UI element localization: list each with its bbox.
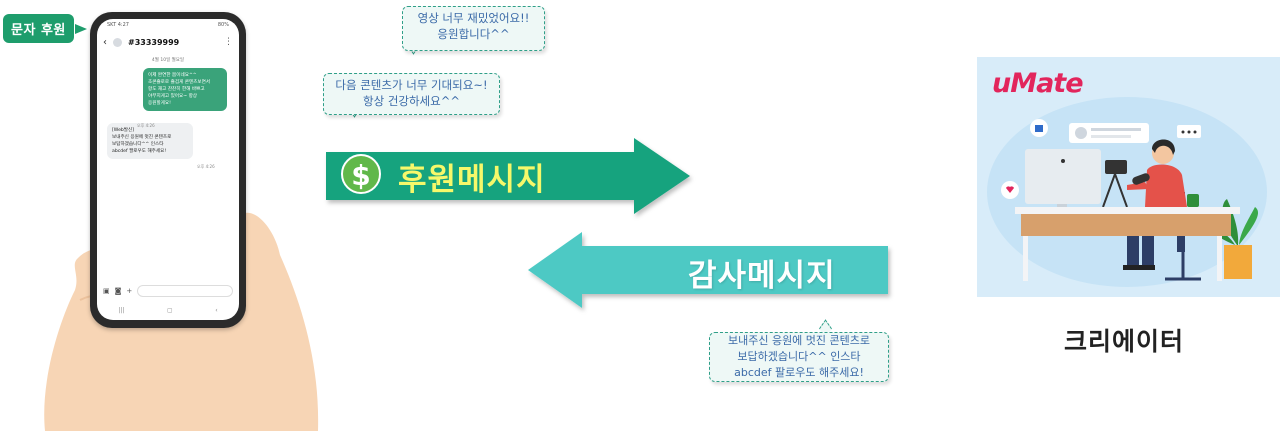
bubble-line: 보내주신 응원에 멋진 콘텐츠로: [727, 334, 871, 347]
more-options-icon[interactable]: ⋮: [224, 37, 233, 47]
bubble-line: 응원합니다^^: [437, 27, 510, 41]
status-time: SKT 4:27: [107, 22, 129, 28]
outgoing-time: 오후 4:26: [137, 123, 155, 128]
status-bar: SKT 4:27 80%: [97, 19, 239, 31]
back-nav-icon[interactable]: ‹: [215, 306, 218, 314]
recent-apps-icon[interactable]: |||: [118, 306, 125, 314]
outgoing-message: 이제 완연한 봄이네요^^ 초콘즐로로 즐겁게 콘텐츠보면서 항도 재고 찬찬히…: [143, 68, 227, 111]
bubble-line: 항상 건강하세요^^: [363, 94, 460, 108]
fan-message-bubble-1: 영상 너무 재밌었어요!! 응원합니다^^: [402, 6, 545, 51]
thanks-message-label: 감사메시지: [688, 258, 836, 294]
creator-label: 크리에이터: [1064, 327, 1185, 356]
gallery-icon[interactable]: ▣: [103, 287, 110, 295]
battery-status: 80%: [217, 22, 229, 28]
message-input-bar: ▣ ◙ +: [103, 284, 233, 298]
contact-number: #33339999: [128, 37, 180, 47]
bubble-line: 다음 콘텐츠가 너무 기대되요~!: [335, 78, 488, 92]
avatar: [113, 37, 122, 47]
bubble-line: 영상 너무 재밌었어요!!: [417, 11, 530, 25]
dollar-coin-icon: $: [341, 154, 381, 194]
smartphone: SKT 4:27 80% ‹ #33339999 ⋮ 4월 10일 월요일 이제…: [90, 12, 246, 328]
donate-message-label: 후원메시지: [398, 162, 546, 198]
badge-pointer: [75, 24, 87, 34]
home-icon[interactable]: ▢: [166, 306, 173, 314]
system-nav-bar: ||| ▢ ‹: [97, 304, 239, 316]
phone-screen: SKT 4:27 80% ‹ #33339999 ⋮ 4월 10일 월요일 이제…: [97, 19, 239, 320]
creator-illustration: [977, 57, 1280, 297]
bubble-line: abcdef 팔로우도 해주세요!: [734, 366, 864, 379]
bubble-line: 보답하겠습니다^^ 인스타: [737, 350, 861, 363]
back-arrow-icon[interactable]: ‹: [103, 36, 107, 48]
conversation-header: ‹ #33339999 ⋮: [97, 31, 239, 53]
incoming-message: [Web발신] 보내주신 응원에 멋진 콘텐츠로 보답하겠습니다^^ 인스타 a…: [107, 123, 193, 159]
umate-logo: uMate: [992, 68, 1084, 99]
streamer-scene: [987, 97, 1267, 287]
creator-reply-bubble: 보내주신 응원에 멋진 콘텐츠로 보답하겠습니다^^ 인스타 abcdef 팔로…: [709, 332, 889, 382]
donate-arrow: [326, 138, 690, 214]
camera-icon[interactable]: ◙: [114, 287, 122, 295]
sms-donation-badge: 문자 후원: [3, 14, 74, 43]
fan-message-bubble-2: 다음 콘텐츠가 너무 기대되요~! 항상 건강하세요^^: [323, 73, 500, 115]
message-input[interactable]: [137, 285, 233, 297]
date-divider: 4월 10일 월요일: [151, 58, 185, 63]
plus-icon[interactable]: +: [126, 287, 133, 295]
thanks-arrow: [528, 232, 888, 308]
incoming-time: 오후 4:26: [197, 164, 215, 169]
